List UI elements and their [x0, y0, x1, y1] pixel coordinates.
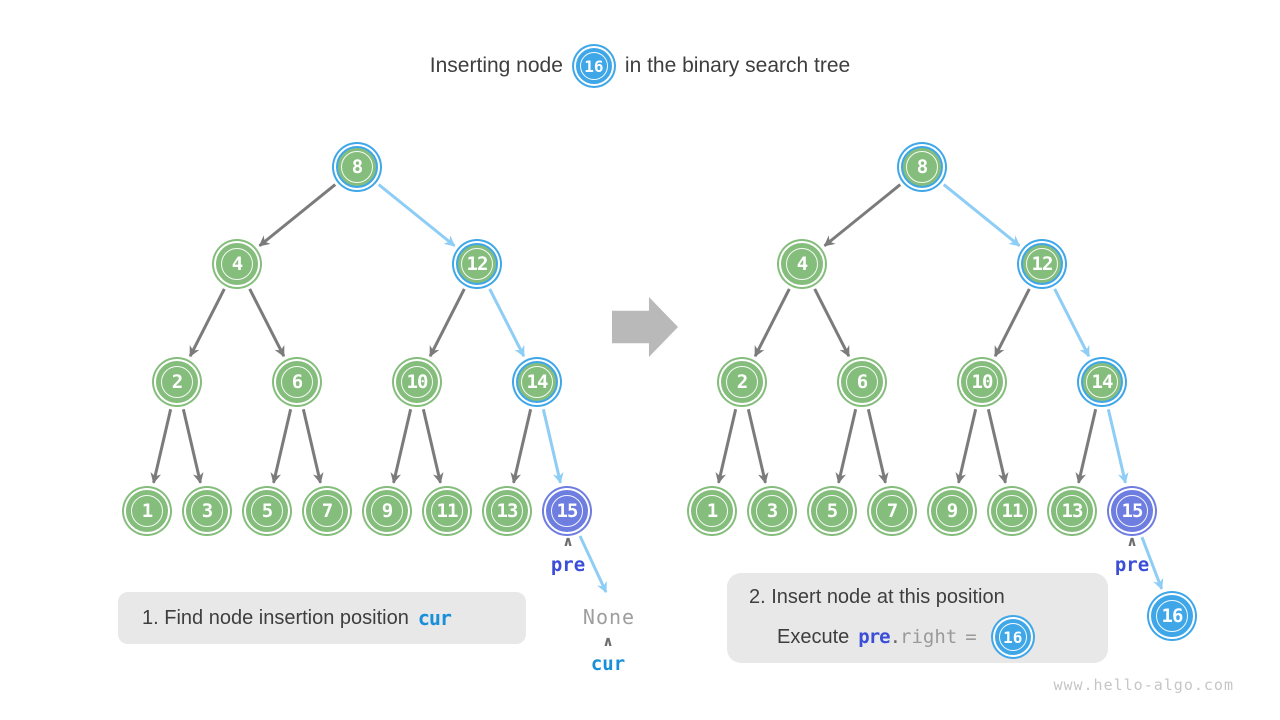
tree-edge-gray — [510, 408, 533, 484]
annotation-step1: 1. Find node insertion position cur — [118, 592, 526, 644]
tree-edge-gray — [715, 408, 738, 484]
tree-node-8: 8 — [336, 146, 378, 188]
caret-up-icon: ∧ — [1126, 534, 1138, 550]
tree-node-2: 2 — [721, 361, 763, 403]
tree-node-12: 12 — [456, 243, 498, 285]
tree-edge-blue — [1140, 536, 1164, 590]
tree-node-9: 9 — [931, 490, 973, 532]
tree-edge-blue — [1053, 288, 1091, 358]
tree-edge-gray — [993, 288, 1031, 358]
tree-node-15: 15 — [546, 490, 588, 532]
step2-dot: . — [889, 626, 901, 648]
tree-edge-gray — [813, 288, 851, 358]
tree-node-7: 7 — [871, 490, 913, 532]
step2-execute: Execute — [777, 625, 850, 648]
tree-edge-gray — [270, 408, 293, 484]
tree-node-2: 2 — [156, 361, 198, 403]
tree-edge-gray — [421, 408, 444, 484]
tree-edge-gray — [955, 408, 978, 484]
tree-edge-blue — [541, 408, 564, 484]
step2-node-16: 16 — [994, 619, 1031, 655]
tree-node-8: 8 — [901, 146, 943, 188]
watermark: www.hello-algo.com — [1053, 676, 1234, 694]
tree-edge-gray — [835, 408, 858, 484]
caret-up-icon: ∧ — [602, 634, 614, 650]
title-prefix: Inserting node — [429, 54, 563, 77]
tree-node-6: 6 — [841, 361, 883, 403]
tree-edge-blue — [942, 183, 1021, 247]
tree-edge-blue — [377, 183, 456, 247]
tree-node-4: 4 — [781, 243, 823, 285]
caret-up-icon: ∧ — [562, 534, 574, 550]
tree-node-16: 16 — [1151, 595, 1193, 637]
tree-node-11: 11 — [426, 490, 468, 532]
tree-edge-gray — [258, 183, 337, 247]
tree-edge-gray — [753, 288, 791, 358]
tree-node-7: 7 — [306, 490, 348, 532]
step1-text: 1. Find node insertion position — [142, 606, 409, 629]
tree-edge-gray — [390, 408, 413, 484]
tree-node-5: 5 — [811, 490, 853, 532]
tree-node-13: 13 — [1051, 490, 1093, 532]
tree-node-15: 15 — [1111, 490, 1153, 532]
tree-edge-gray — [428, 288, 466, 358]
tree-node-9: 9 — [366, 490, 408, 532]
step2-equals: = — [965, 626, 977, 648]
tree-edge-gray — [188, 288, 226, 358]
step2-right-code: right — [900, 626, 958, 648]
tree-node-13: 13 — [486, 490, 528, 532]
tree-edge-gray — [986, 408, 1009, 484]
none-label: None — [582, 605, 636, 629]
tree-node-6: 6 — [276, 361, 318, 403]
tree-node-5: 5 — [246, 490, 288, 532]
tree-node-14: 14 — [516, 361, 558, 403]
tree-node-14: 14 — [1081, 361, 1123, 403]
tree-edge-gray — [301, 408, 324, 484]
cur-label: cur — [590, 653, 626, 675]
annotation-step2: 2. Insert node at this position Execute … — [727, 573, 1108, 663]
step2-line1: 2. Insert node at this position — [749, 586, 1005, 608]
tree-node-3: 3 — [751, 490, 793, 532]
step2-node-value: 16 — [1003, 627, 1023, 647]
tree-node-4: 4 — [216, 243, 258, 285]
pre-label: pre — [550, 554, 586, 576]
tree-node-10: 10 — [961, 361, 1003, 403]
tree-node-10: 10 — [396, 361, 438, 403]
title-suffix: in the binary search tree — [624, 54, 851, 77]
tree-edge-gray — [181, 408, 204, 484]
tree-node-1: 1 — [126, 490, 168, 532]
title-node-16: 16 — [575, 48, 612, 84]
tree-edge-gray — [150, 408, 173, 484]
step1-cur-code: cur — [417, 606, 452, 630]
tree-edge-gray — [248, 288, 286, 358]
tree-node-1: 1 — [691, 490, 733, 532]
tree-edge-blue — [1106, 408, 1129, 484]
tree-node-11: 11 — [991, 490, 1033, 532]
pre-label: pre — [1114, 554, 1150, 576]
tree-edge-gray — [866, 408, 889, 484]
tree-edge-blue — [488, 288, 526, 358]
tree-edge-blue — [578, 535, 608, 593]
tree-edge-gray — [746, 408, 769, 484]
tree-node-3: 3 — [186, 490, 228, 532]
step2-line2: Execute pre . right = 16 — [749, 617, 1108, 657]
tree-node-12: 12 — [1021, 243, 1063, 285]
tree-edge-gray — [823, 183, 902, 247]
tree-edge-gray — [1075, 408, 1098, 484]
step2-pre-code: pre — [858, 626, 890, 648]
page-title: Inserting node 16 in the binary search t… — [0, 48, 1280, 84]
